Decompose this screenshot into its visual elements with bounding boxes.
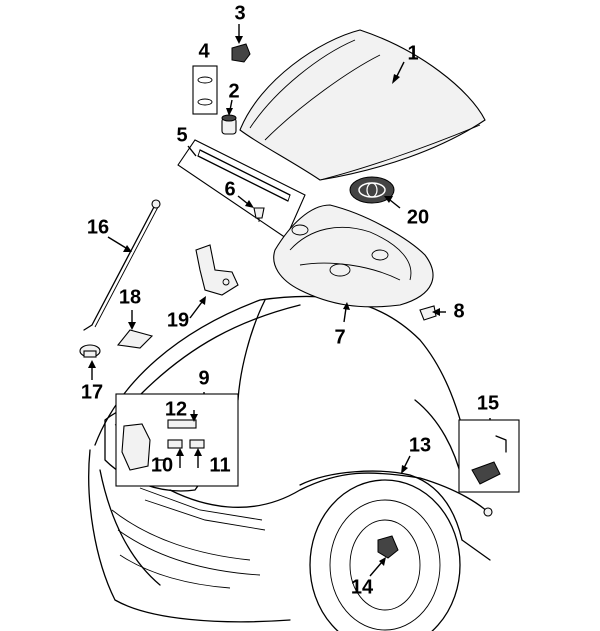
callout-8: 8 bbox=[453, 300, 464, 322]
release-lever-box bbox=[458, 419, 520, 493]
callout-9: 9 bbox=[198, 367, 209, 389]
callout-1: 1 bbox=[407, 42, 418, 64]
callout-17: 17 bbox=[81, 381, 103, 403]
hood-lock-box bbox=[115, 393, 239, 487]
callout-2: 2 bbox=[228, 80, 239, 102]
callout-7: 7 bbox=[334, 326, 345, 348]
callout-10: 10 bbox=[151, 454, 173, 476]
callout-5: 5 bbox=[176, 124, 187, 146]
hood-emblem-part bbox=[349, 176, 395, 204]
hood-panel bbox=[239, 29, 486, 181]
callout-6: 6 bbox=[224, 178, 235, 200]
callout-14: 14 bbox=[351, 576, 374, 598]
hood-support-rod bbox=[83, 199, 161, 331]
callout-18: 18 bbox=[119, 286, 141, 308]
callout-11: 11 bbox=[209, 454, 230, 476]
release-handle-part bbox=[377, 535, 399, 559]
callout-15: 15 bbox=[477, 392, 499, 414]
hood-insulator-part bbox=[273, 204, 434, 308]
callout-labels: 1 2 3 4 5 6 7 8 9 10 11 12 13 14 15 16 1… bbox=[81, 2, 499, 598]
hood-clip-part bbox=[231, 43, 251, 63]
rod-holder-part bbox=[116, 329, 154, 349]
hood-hinge-part bbox=[195, 244, 239, 296]
callout-12: 12 bbox=[165, 398, 187, 420]
callout-4: 4 bbox=[198, 40, 210, 62]
retainer-part bbox=[419, 305, 437, 321]
grommet-part bbox=[79, 344, 101, 358]
leader-arrows bbox=[88, 24, 491, 577]
hood-bumper-part bbox=[221, 114, 237, 135]
callout-16: 16 bbox=[87, 216, 109, 238]
vehicle-front-outline bbox=[88, 295, 491, 631]
callout-19: 19 bbox=[167, 309, 189, 331]
hood-release-cable bbox=[169, 472, 493, 517]
callout-3: 3 bbox=[234, 2, 245, 24]
insulator-pad-box bbox=[192, 65, 218, 115]
callout-20: 20 bbox=[407, 206, 429, 228]
callout-13: 13 bbox=[409, 434, 431, 456]
seal-clip-part bbox=[253, 207, 265, 222]
